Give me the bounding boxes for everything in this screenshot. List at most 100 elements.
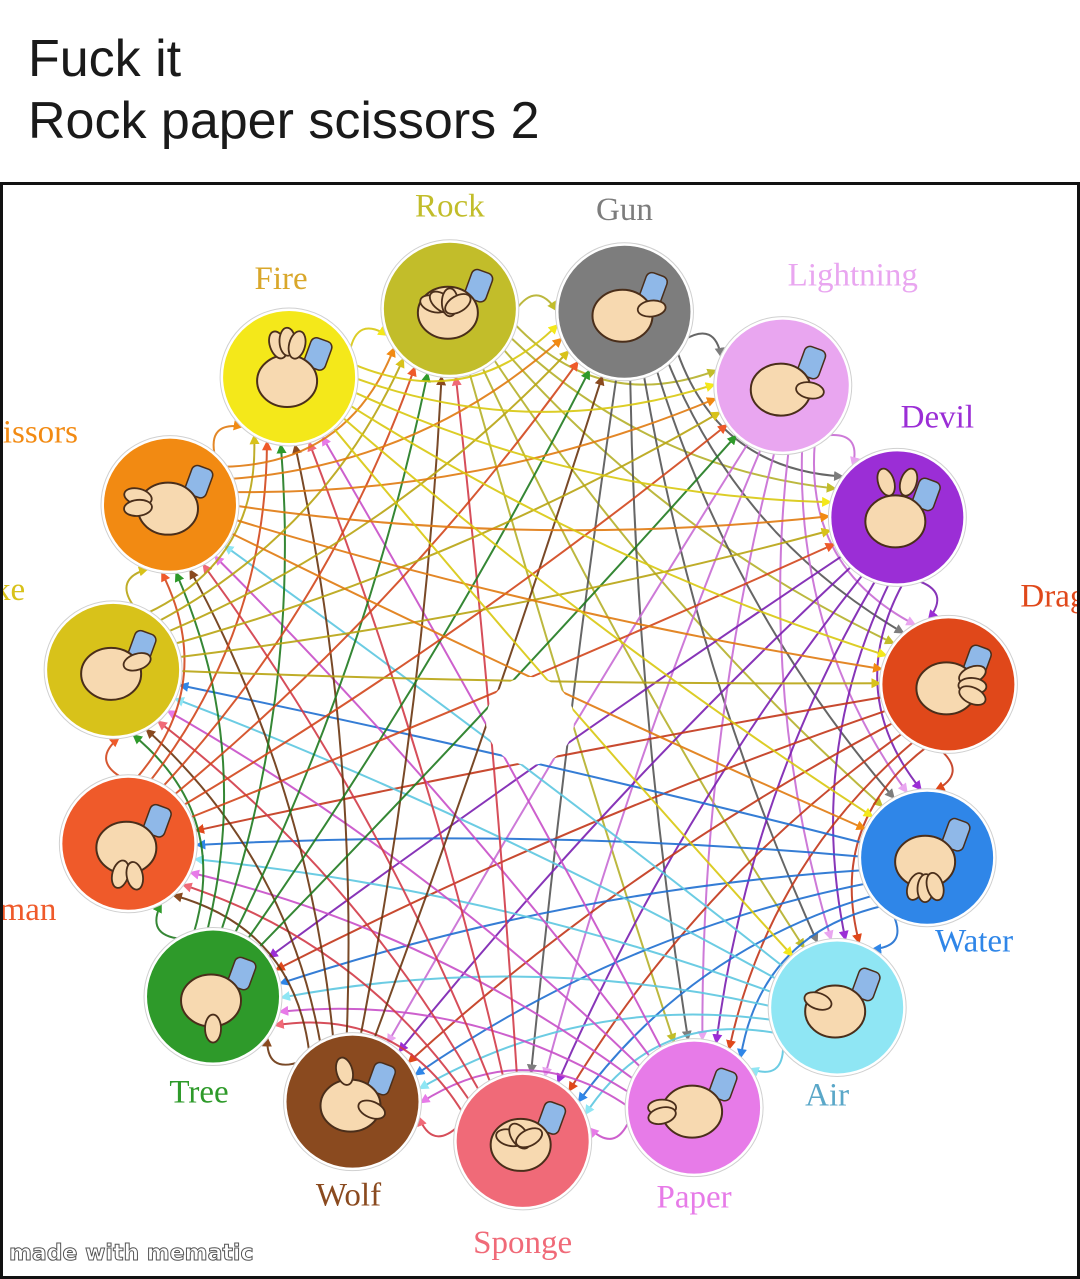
arrow-dragon-beats-tree [274,709,888,971]
scissors-hand-icon [123,464,214,536]
node-fire-label: Fire [255,261,308,297]
arrow-gun-beats-lightning [683,332,725,358]
node-scissors-label: Scissors [3,415,78,451]
node-gun: Gun [554,192,694,382]
snake-hand-icon [80,629,157,701]
node-air: Air [767,937,907,1113]
node-wolf-label: Wolf [316,1178,381,1214]
arrow-tree-beats-rock [233,372,431,935]
flat-hand-down-icon [894,817,971,904]
arrow-fire-beats-lightning [354,377,716,413]
fist-icon [416,268,494,340]
arrow-snake-beats-lightning [173,411,722,645]
arrow-sponge-beats-scissors [202,563,492,1084]
node-sponge: Sponge [453,1071,593,1261]
ok-sign-icon [803,967,881,1039]
arrow-wolf-beats-fire [292,443,350,1036]
arrow-wolf-beats-rock [359,375,447,1037]
node-snake: Snake [3,572,183,740]
caption-line-1: Fuck it [28,30,182,88]
node-lightning-label: Lightning [788,258,918,294]
arrow-human-beats-gun [172,360,579,797]
node-sponge-label: Sponge [473,1225,572,1261]
gesture-nodes: Rock GunLightningDevilDragonWaterAirPaper… [3,189,1077,1261]
arrow-scissors-beats-dragon [234,518,884,673]
node-paper-label: Paper [657,1180,732,1216]
arrow-paper-beats-snake [166,709,643,1069]
arrow-human-beats-snake [105,736,124,779]
pinky-point-icon [749,345,827,417]
arrow-wolf-beats-tree [261,1036,301,1066]
arrow-fire-beats-devil [352,390,833,507]
node-rock: Rock [380,189,520,379]
arrow-scissors-beats-lightning [234,397,717,494]
node-rock-label: Rock [415,189,485,225]
node-water-label: Water [935,924,1013,960]
node-tree: Tree [143,927,283,1111]
arrow-snake-beats-scissors [125,566,149,608]
arrow-water-beats-air [871,913,899,954]
node-devil-label: Devil [901,399,974,435]
mematic-watermark: made with mematic [9,1241,255,1267]
arrow-dragon-beats-water [934,749,954,792]
arrow-lightning-beats-sponge [542,447,763,1078]
arrow-air-beats-snake [173,697,778,981]
node-snake-label: Snake [3,572,25,608]
node-tree-label: Tree [169,1075,228,1111]
arrow-air-beats-paper [748,1045,785,1077]
node-dragon-label: Dragon [1020,578,1077,614]
arrow-fire-beats-gun [353,323,559,383]
node-air-label: Air [805,1077,849,1113]
arrow-water-beats-tree [278,869,863,986]
arrow-lightning-beats-paper [697,450,776,1042]
node-lightning: Lightning [713,258,918,456]
arrow-water-beats-human [195,837,862,858]
arrow-tree-beats-human [152,902,182,940]
arrow-fire-beats-rock [348,326,389,352]
three-fingers-icon [256,326,333,408]
rps15-diagram: Rock GunLightningDevilDragonWaterAirPaper… [3,189,1077,1261]
arrow-devil-beats-sponge [556,573,865,1084]
arrow-gun-beats-air [642,374,819,944]
arrow-dragon-beats-wolf [407,721,895,1064]
arrow-air-beats-human [193,855,774,994]
arrow-snake-beats-devil [177,527,832,659]
arrow-lightning-beats-devil [825,433,860,468]
arrow-human-beats-lightning [181,423,728,807]
node-water: Water [857,788,1013,960]
node-scissors: Scissors [3,415,240,575]
node-human-label: Human [3,892,56,928]
claw-icon [915,644,992,716]
arrow-paper-beats-sponge [588,1119,631,1140]
node-dragon: Dragon [878,578,1077,754]
wolf-hand-icon [319,1056,397,1133]
node-human: Human [3,774,198,928]
arrow-rock-beats-air [480,365,806,949]
arrow-devil-beats-dragon [916,579,939,621]
flat-hand-icon [647,1067,738,1139]
arrow-tree-beats-gun [246,369,591,941]
arrow-paper-beats-scissors [213,555,652,1059]
arrow-scissors-beats-devil [235,504,831,532]
node-gun-label: Gun [596,192,653,228]
arrow-fire-beats-dragon [348,403,888,658]
arrow-snake-beats-gun [166,350,570,633]
arrow-scissors-beats-gun [230,337,563,480]
finger-gun-icon [591,271,669,343]
arrow-sponge-beats-wolf [417,1115,460,1138]
center-hole [486,677,574,765]
arrow-devil-beats-wolf [398,564,853,1053]
meme-caption: Fuck it Rock paper scissors 2 [28,28,540,152]
arrow-fire-beats-water [341,415,874,818]
arrow-rock-beats-gun [515,294,558,312]
arrow-rock-beats-water [492,357,884,808]
horns-icon [864,467,941,549]
node-fire: Fire [219,261,359,447]
node-wolf: Wolf [283,1032,423,1214]
arrow-sponge-beats-fire [307,441,505,1079]
thumb-down-icon [180,956,257,1044]
arrow-scissors-beats-fire [212,420,244,457]
diagram-panel: Rock GunLightningDevilDragonWaterAirPaper… [0,182,1080,1279]
node-paper: Paper [624,1038,764,1216]
sponge-fist-icon [489,1101,567,1172]
